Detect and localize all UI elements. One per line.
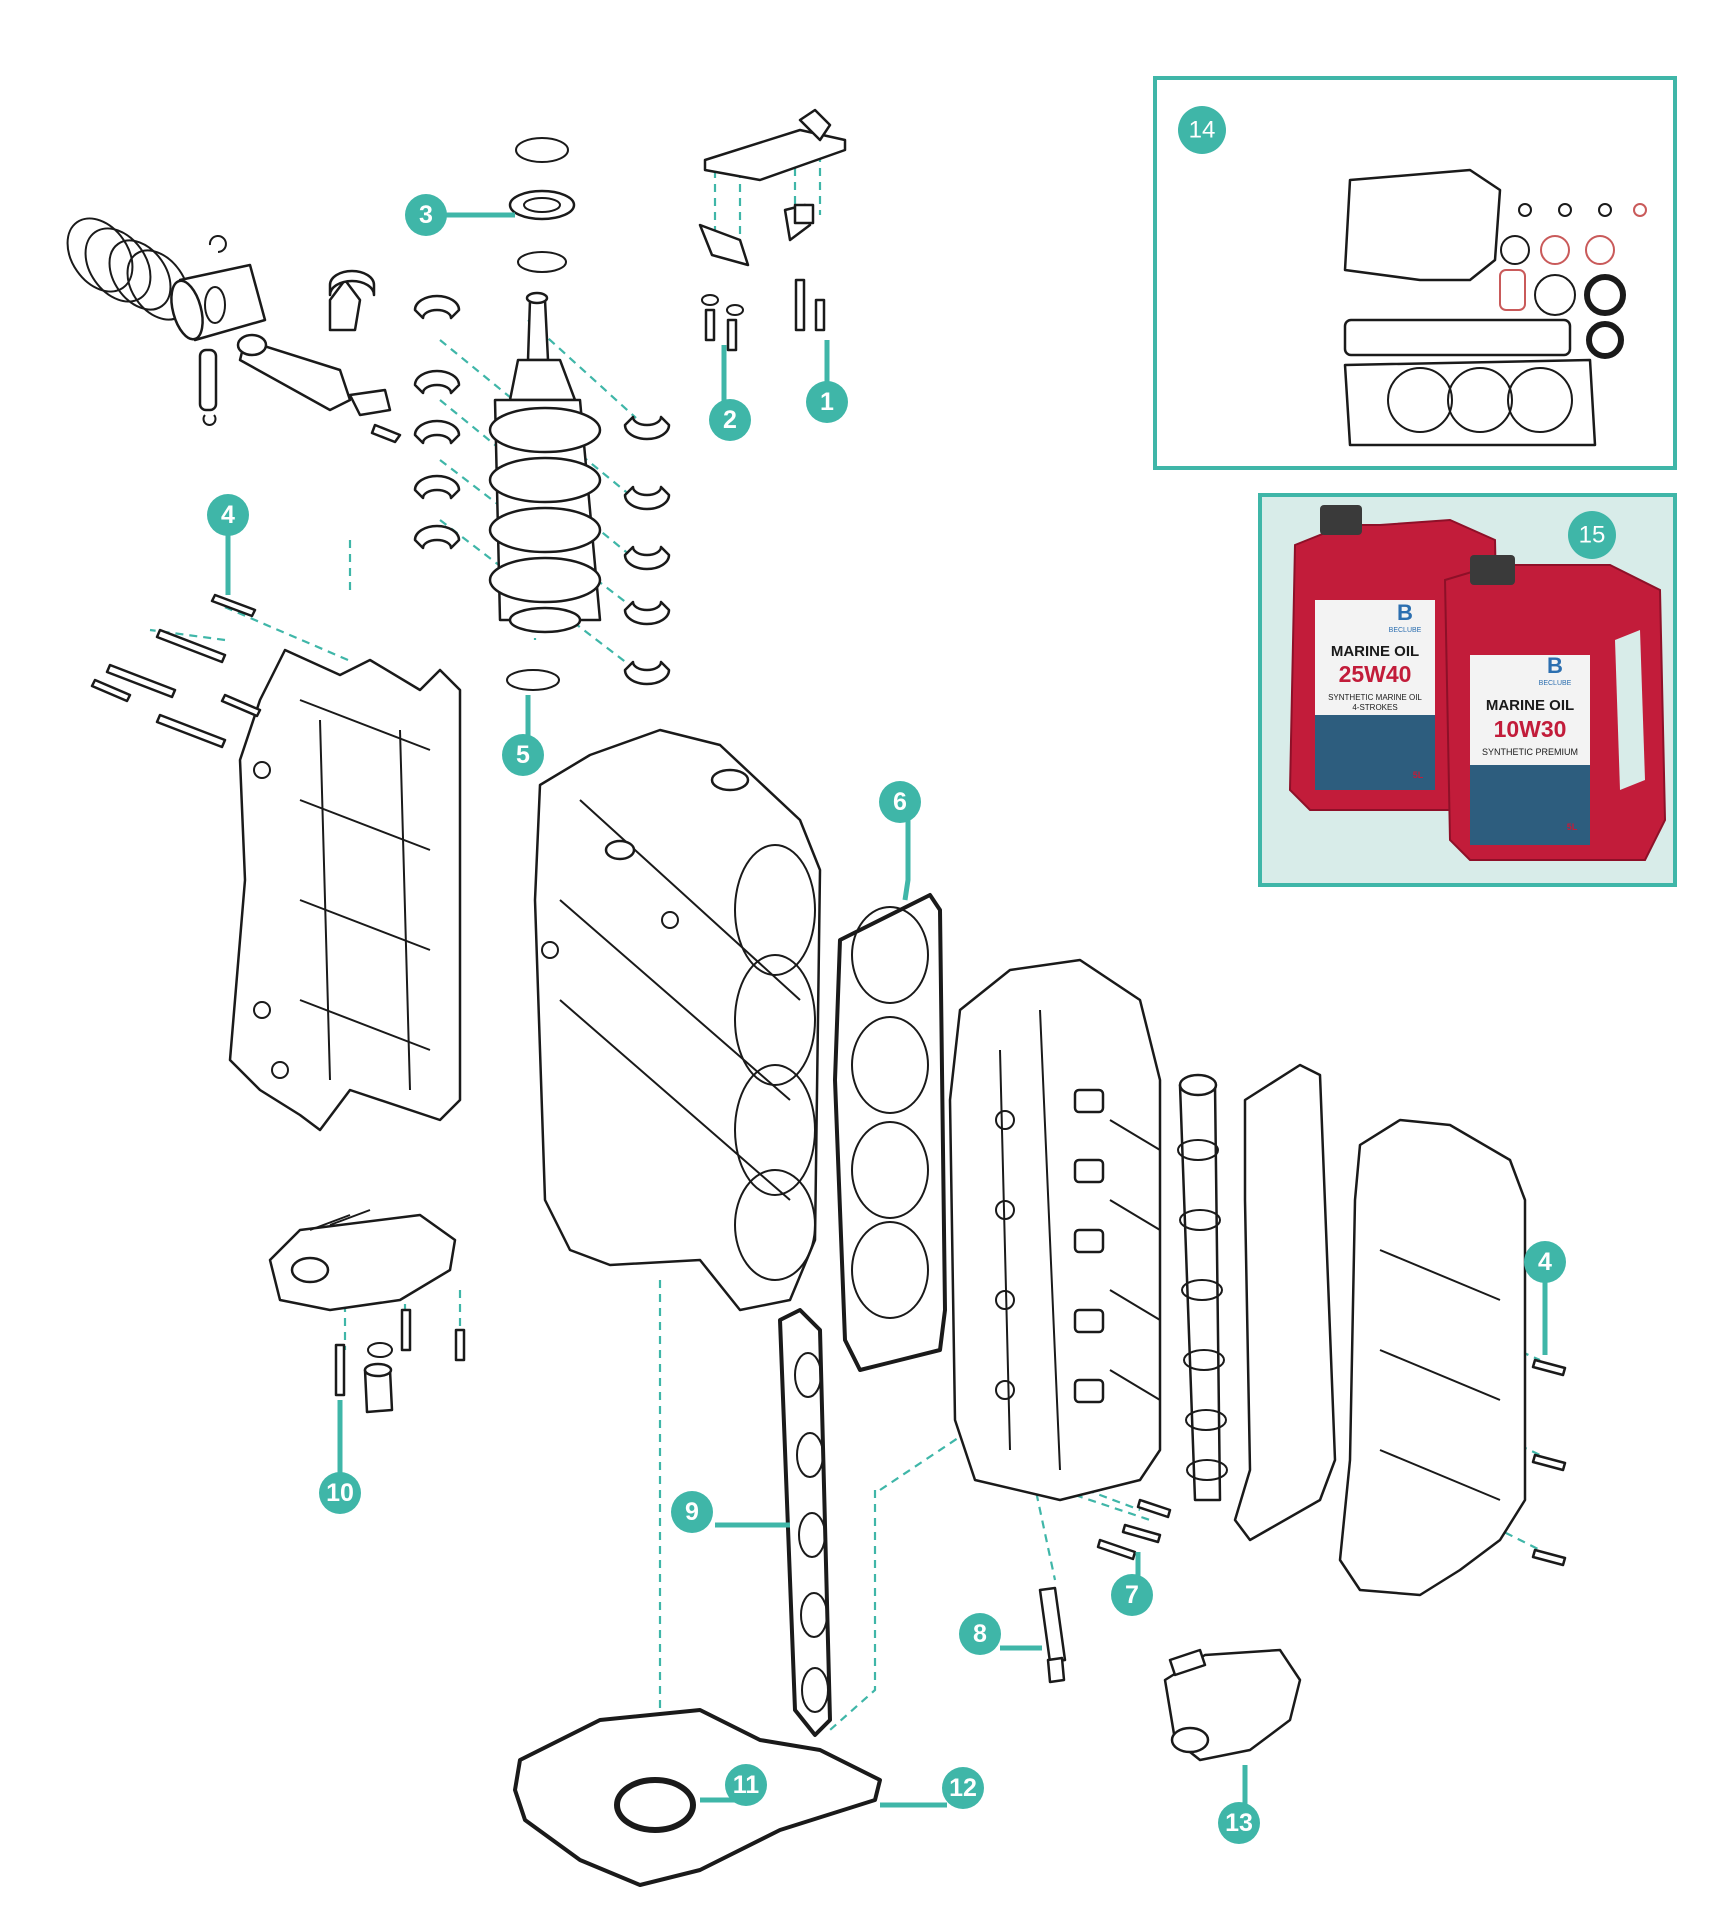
exhaust-gasket <box>778 1308 832 1737</box>
main-bearings-right <box>623 415 671 686</box>
callout-12: 12 <box>942 1767 984 1809</box>
valve-cover-bolts <box>1531 1358 1567 1567</box>
head-gasket <box>833 893 947 1372</box>
oil2-grade: 10W30 <box>1494 716 1567 742</box>
callout-8-number: 8 <box>973 1620 987 1648</box>
callout-5-number: 5 <box>516 741 530 769</box>
oil1-brand: B <box>1397 600 1413 625</box>
callout-4b: 4 <box>1524 1241 1566 1283</box>
marine-oil-panel <box>1258 493 1677 887</box>
crankshaft <box>488 291 602 634</box>
callout-13-number: 13 <box>1225 1809 1253 1837</box>
gasket-kit-panel <box>1153 76 1677 470</box>
oil2-desc1: SYNTHETIC PREMIUM <box>1482 747 1578 757</box>
piston-rings <box>66 217 190 321</box>
callout-1-number: 1 <box>820 388 834 416</box>
callout-3: 3 <box>405 194 447 236</box>
callout-7-number: 7 <box>1125 1581 1139 1609</box>
callout-14-number: 14 <box>1189 117 1216 144</box>
oil1-title: MARINE OIL <box>1331 643 1419 660</box>
oil-bottle-10w30 <box>1443 555 1667 861</box>
camshaft <box>1177 1073 1228 1502</box>
cylinder-block <box>533 728 822 1312</box>
callout-1: 1 <box>806 381 848 423</box>
callout-9-number: 9 <box>685 1498 699 1526</box>
oil2-title: MARINE OIL <box>1486 697 1574 714</box>
callout-10-number: 10 <box>326 1479 354 1507</box>
callout-9: 9 <box>671 1491 713 1533</box>
callout-2-number: 2 <box>723 406 737 434</box>
valve-cover-gasket <box>1233 1063 1337 1542</box>
callout-12-number: 12 <box>949 1774 977 1802</box>
callout-2: 2 <box>709 399 751 441</box>
oil2-brand: B <box>1547 653 1563 678</box>
callout-8: 8 <box>959 1613 1001 1655</box>
oil1-grade: 25W40 <box>1339 661 1412 687</box>
oil-label-text-1: B BECLUBE MARINE OIL 25W40 SYNTHETIC MAR… <box>1328 600 1424 780</box>
head-bolts <box>1096 1498 1172 1561</box>
piston <box>170 235 267 342</box>
cylinder-head <box>948 958 1162 1502</box>
piston-pin <box>198 348 218 426</box>
callout-11: 11 <box>725 1764 767 1806</box>
oil-label-text-2: B BECLUBE MARINE OIL 10W30 SYNTHETIC PRE… <box>1482 653 1578 832</box>
callout-6: 6 <box>879 781 921 823</box>
oil1-desc2: 4-STROKES <box>1352 703 1397 712</box>
valve-cover <box>1338 1118 1527 1597</box>
callout-10: 10 <box>319 1472 361 1514</box>
spark-plug <box>1038 1586 1067 1684</box>
timing-cover-gasket <box>513 1708 882 1887</box>
thermostat-housing <box>268 1209 466 1414</box>
rod-bearing <box>328 269 376 297</box>
oil2-brand-sub: BECLUBE <box>1539 680 1572 687</box>
callout-4b-number: 4 <box>1538 1248 1552 1276</box>
crankcase-bolts <box>90 593 262 749</box>
callout-4a-number: 4 <box>221 501 235 529</box>
connecting-rod <box>236 278 402 444</box>
leader-lines <box>225 212 1548 1832</box>
callout-5: 5 <box>502 734 544 776</box>
callout-13: 13 <box>1218 1802 1260 1844</box>
bracket-assembly <box>698 108 847 352</box>
callout-7: 7 <box>1111 1574 1153 1616</box>
crankshaft-seals <box>506 137 576 691</box>
main-bearings-left <box>413 294 461 550</box>
oil1-volume: 5L <box>1413 770 1424 780</box>
oil1-desc1: SYNTHETIC MARINE OIL <box>1328 693 1422 702</box>
oil1-brand-sub: BECLUBE <box>1389 627 1422 634</box>
callout-6-number: 6 <box>893 788 907 816</box>
oil2-volume: 5L <box>1567 822 1578 832</box>
crankcase-cover <box>228 648 462 1132</box>
callout-4a: 4 <box>207 494 249 536</box>
ignition-coil <box>1163 1648 1302 1762</box>
callout-15-number: 15 <box>1579 522 1606 549</box>
callout-3-number: 3 <box>419 201 433 229</box>
callout-15: 15 <box>1568 511 1616 559</box>
callout-14: 14 <box>1178 106 1226 154</box>
callout-11-number: 11 <box>733 1771 760 1799</box>
